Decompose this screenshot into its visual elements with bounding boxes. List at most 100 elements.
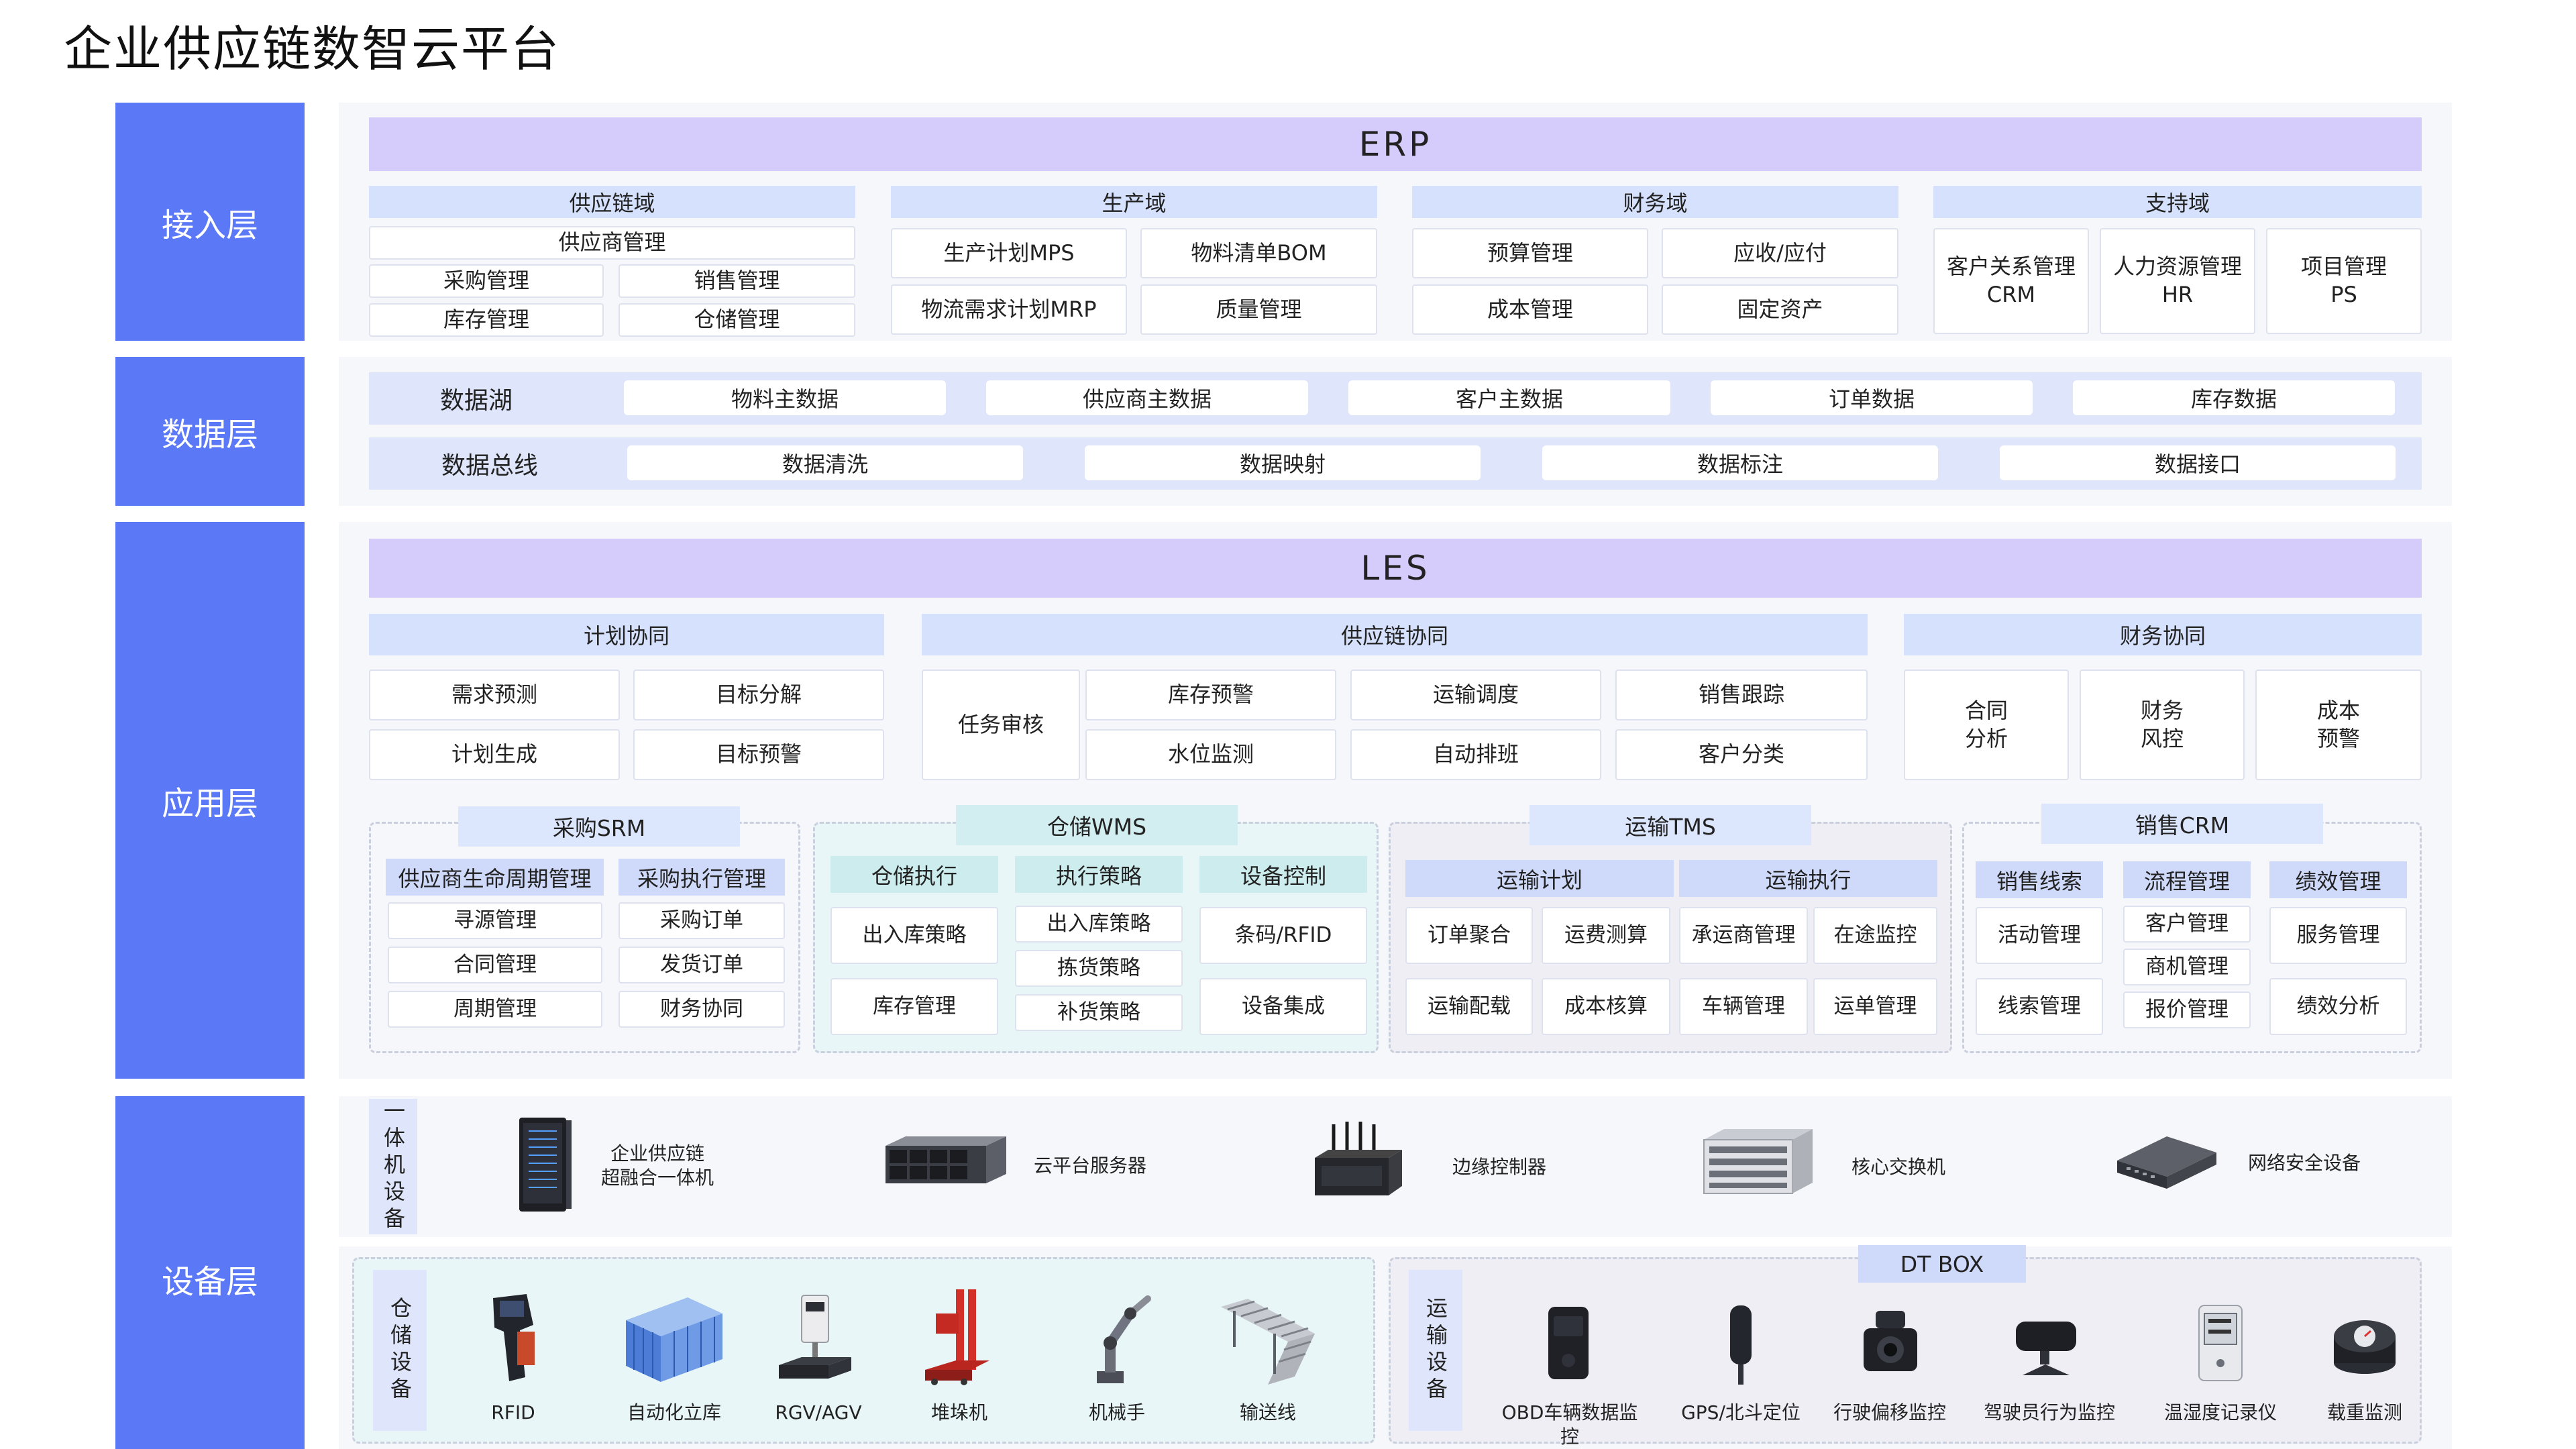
layer-label-access: 接入层: [115, 103, 305, 341]
srm-item: 发货订单: [619, 947, 785, 983]
security-appliance-icon: [2117, 1136, 2216, 1189]
data-bus-item: 数据标注: [1542, 445, 1938, 480]
device-transport-text: OBD车辆数据监控: [1501, 1401, 1638, 1448]
temp-humidity-recorder-icon: [2198, 1305, 2243, 1381]
les-supply-item: 销售跟踪: [1615, 669, 1868, 720]
device-storage-text: 自动化立库: [627, 1401, 721, 1424]
device-integrated-text: 网络安全设备: [2247, 1152, 2361, 1174]
les-supply-item: 客户分类: [1615, 729, 1868, 780]
erp-support-crm-l2: CRM: [1986, 282, 2036, 307]
les-finance-item: 合同 分析: [1904, 669, 2069, 780]
rfid-scanner-icon: [493, 1294, 535, 1381]
les-finance-item-l1: 合同: [1964, 697, 2008, 723]
erp-finance-item: 固定资产: [1662, 284, 1898, 335]
erp-support-ps-l1: 项目管理: [2300, 254, 2387, 280]
les-supply-title: 供应链协同: [922, 614, 1868, 655]
wms-item: 出入库策略: [830, 907, 998, 964]
erp-supply-item: 销售管理: [619, 264, 855, 298]
device-storage-text: RGV/AGV: [775, 1401, 862, 1424]
wms-item: 补货策略: [1015, 994, 1183, 1031]
data-lake-item: 客户主数据: [1348, 380, 1670, 415]
erp-support-ps: 项目管理 PS: [2266, 228, 2422, 334]
tms-item: 承运商管理: [1679, 907, 1808, 964]
erp-support-crm-l1: 客户关系管理: [1946, 254, 2076, 280]
les-finance-item: 成本 预警: [2255, 669, 2422, 780]
layer-label-data: 数据层: [115, 357, 305, 506]
erp-production-item: 物料清单BOM: [1140, 228, 1377, 278]
wms-item: 条码/RFID: [1199, 907, 1367, 964]
les-finance-item-l2: 预警: [2316, 725, 2360, 751]
server-tower-icon: [519, 1118, 572, 1212]
device-transport-text: GPS/北斗定位: [1681, 1401, 1801, 1424]
erp-support-hr-l1: 人力资源管理: [2112, 254, 2242, 280]
robot-arm-icon: [1097, 1295, 1151, 1383]
wms-item: 库存管理: [830, 978, 998, 1035]
erp-support-crm: 客户关系管理 CRM: [1933, 228, 2089, 334]
driver-monitor-icon: [2016, 1322, 2076, 1375]
erp-bar: ERP: [369, 117, 2422, 171]
wms-item: 设备集成: [1199, 978, 1367, 1035]
erp-supply-item: 库存管理: [369, 303, 604, 337]
agv-icon: [779, 1295, 851, 1379]
tms-item: 运单管理: [1813, 978, 1937, 1035]
device-transport-label: 运输设备: [1409, 1270, 1462, 1431]
tms-item: 在途监控: [1813, 907, 1937, 964]
erp-finance-item: 应收/应付: [1662, 228, 1898, 278]
device-transport-text: 驾驶员行为监控: [1983, 1401, 2115, 1424]
gps-tracker-icon: [1730, 1305, 1752, 1385]
data-bus-label: 数据总线: [441, 452, 538, 480]
erp-production-item: 生产计划MPS: [891, 228, 1127, 278]
les-finance-item-l1: 财务: [2140, 697, 2184, 723]
wms-item: 出入库策略: [1015, 906, 1183, 943]
device-integrated-text-l1: 企业供应链: [610, 1142, 704, 1165]
device-integrated-text: 企业供应链 超融合一体机: [590, 1142, 724, 1191]
device-integrated-text: 云平台服务器: [1033, 1155, 1146, 1177]
les-supply-item: 库存预警: [1085, 669, 1336, 720]
crm-title: 销售CRM: [2041, 804, 2323, 844]
conveyor-icon: [1221, 1299, 1315, 1385]
device-integrated-text: 核心交换机: [1851, 1156, 1945, 1178]
erp-support-hr: 人力资源管理 HR: [2100, 228, 2255, 334]
device-integrated-text: 边缘控制器: [1452, 1156, 1546, 1178]
tms-item: 运费测算: [1542, 907, 1670, 964]
les-supply-item: 运输调度: [1350, 669, 1601, 720]
data-bus-item: 数据清洗: [627, 445, 1023, 480]
layer-label-app: 应用层: [115, 522, 305, 1079]
erp-supply-item: 仓储管理: [619, 303, 855, 337]
data-lake-item: 物料主数据: [624, 380, 946, 415]
crm-item: 客户管理: [2123, 906, 2251, 943]
device-storage-text: 堆垛机: [930, 1401, 987, 1424]
wms-item: 拣货策略: [1015, 950, 1183, 987]
erp-supply-item: 采购管理: [369, 264, 604, 298]
wms-col3-head: 设备控制: [1199, 856, 1367, 893]
crm-item: 活动管理: [1976, 907, 2103, 964]
crm-item: 线索管理: [1976, 978, 2103, 1035]
erp-support-hr-l2: HR: [2161, 282, 2194, 307]
device-transport-text: 行驶偏移监控: [1833, 1401, 1946, 1424]
tms-col1-head: 运输计划: [1405, 860, 1674, 897]
erp-production-item: 质量管理: [1140, 284, 1377, 335]
crm-item: 报价管理: [2123, 991, 2251, 1028]
erp-finance-title: 财务域: [1412, 186, 1898, 218]
srm-item: 合同管理: [388, 947, 602, 983]
les-bar: LES: [369, 539, 2422, 598]
les-plan-item: 目标分解: [633, 669, 884, 720]
load-monitor-icon: [2334, 1320, 2396, 1374]
les-plan-item: 计划生成: [369, 729, 620, 780]
obd-device-icon: [1548, 1307, 1589, 1379]
srm-item: 采购订单: [619, 902, 785, 939]
tms-item: 运输配载: [1405, 978, 1533, 1035]
erp-production-title: 生产域: [891, 186, 1377, 218]
erp-finance-item: 成本管理: [1412, 284, 1648, 335]
crm-col1-head: 销售线索: [1976, 861, 2103, 898]
les-supply-item: 水位监测: [1085, 729, 1336, 780]
crm-col2-head: 流程管理: [2123, 861, 2251, 898]
les-finance-item-l1: 成本: [2316, 697, 2360, 723]
les-task-review: 任务审核: [922, 669, 1080, 780]
srm-col2-head: 采购执行管理: [619, 859, 785, 896]
les-finance-item-l2: 分析: [1964, 725, 2008, 751]
tms-item: 订单聚合: [1405, 907, 1533, 964]
wms-col1-head: 仓储执行: [830, 856, 998, 893]
data-lake-label: 数据湖: [439, 387, 513, 415]
erp-supplier-mgmt: 供应商管理: [369, 226, 855, 260]
